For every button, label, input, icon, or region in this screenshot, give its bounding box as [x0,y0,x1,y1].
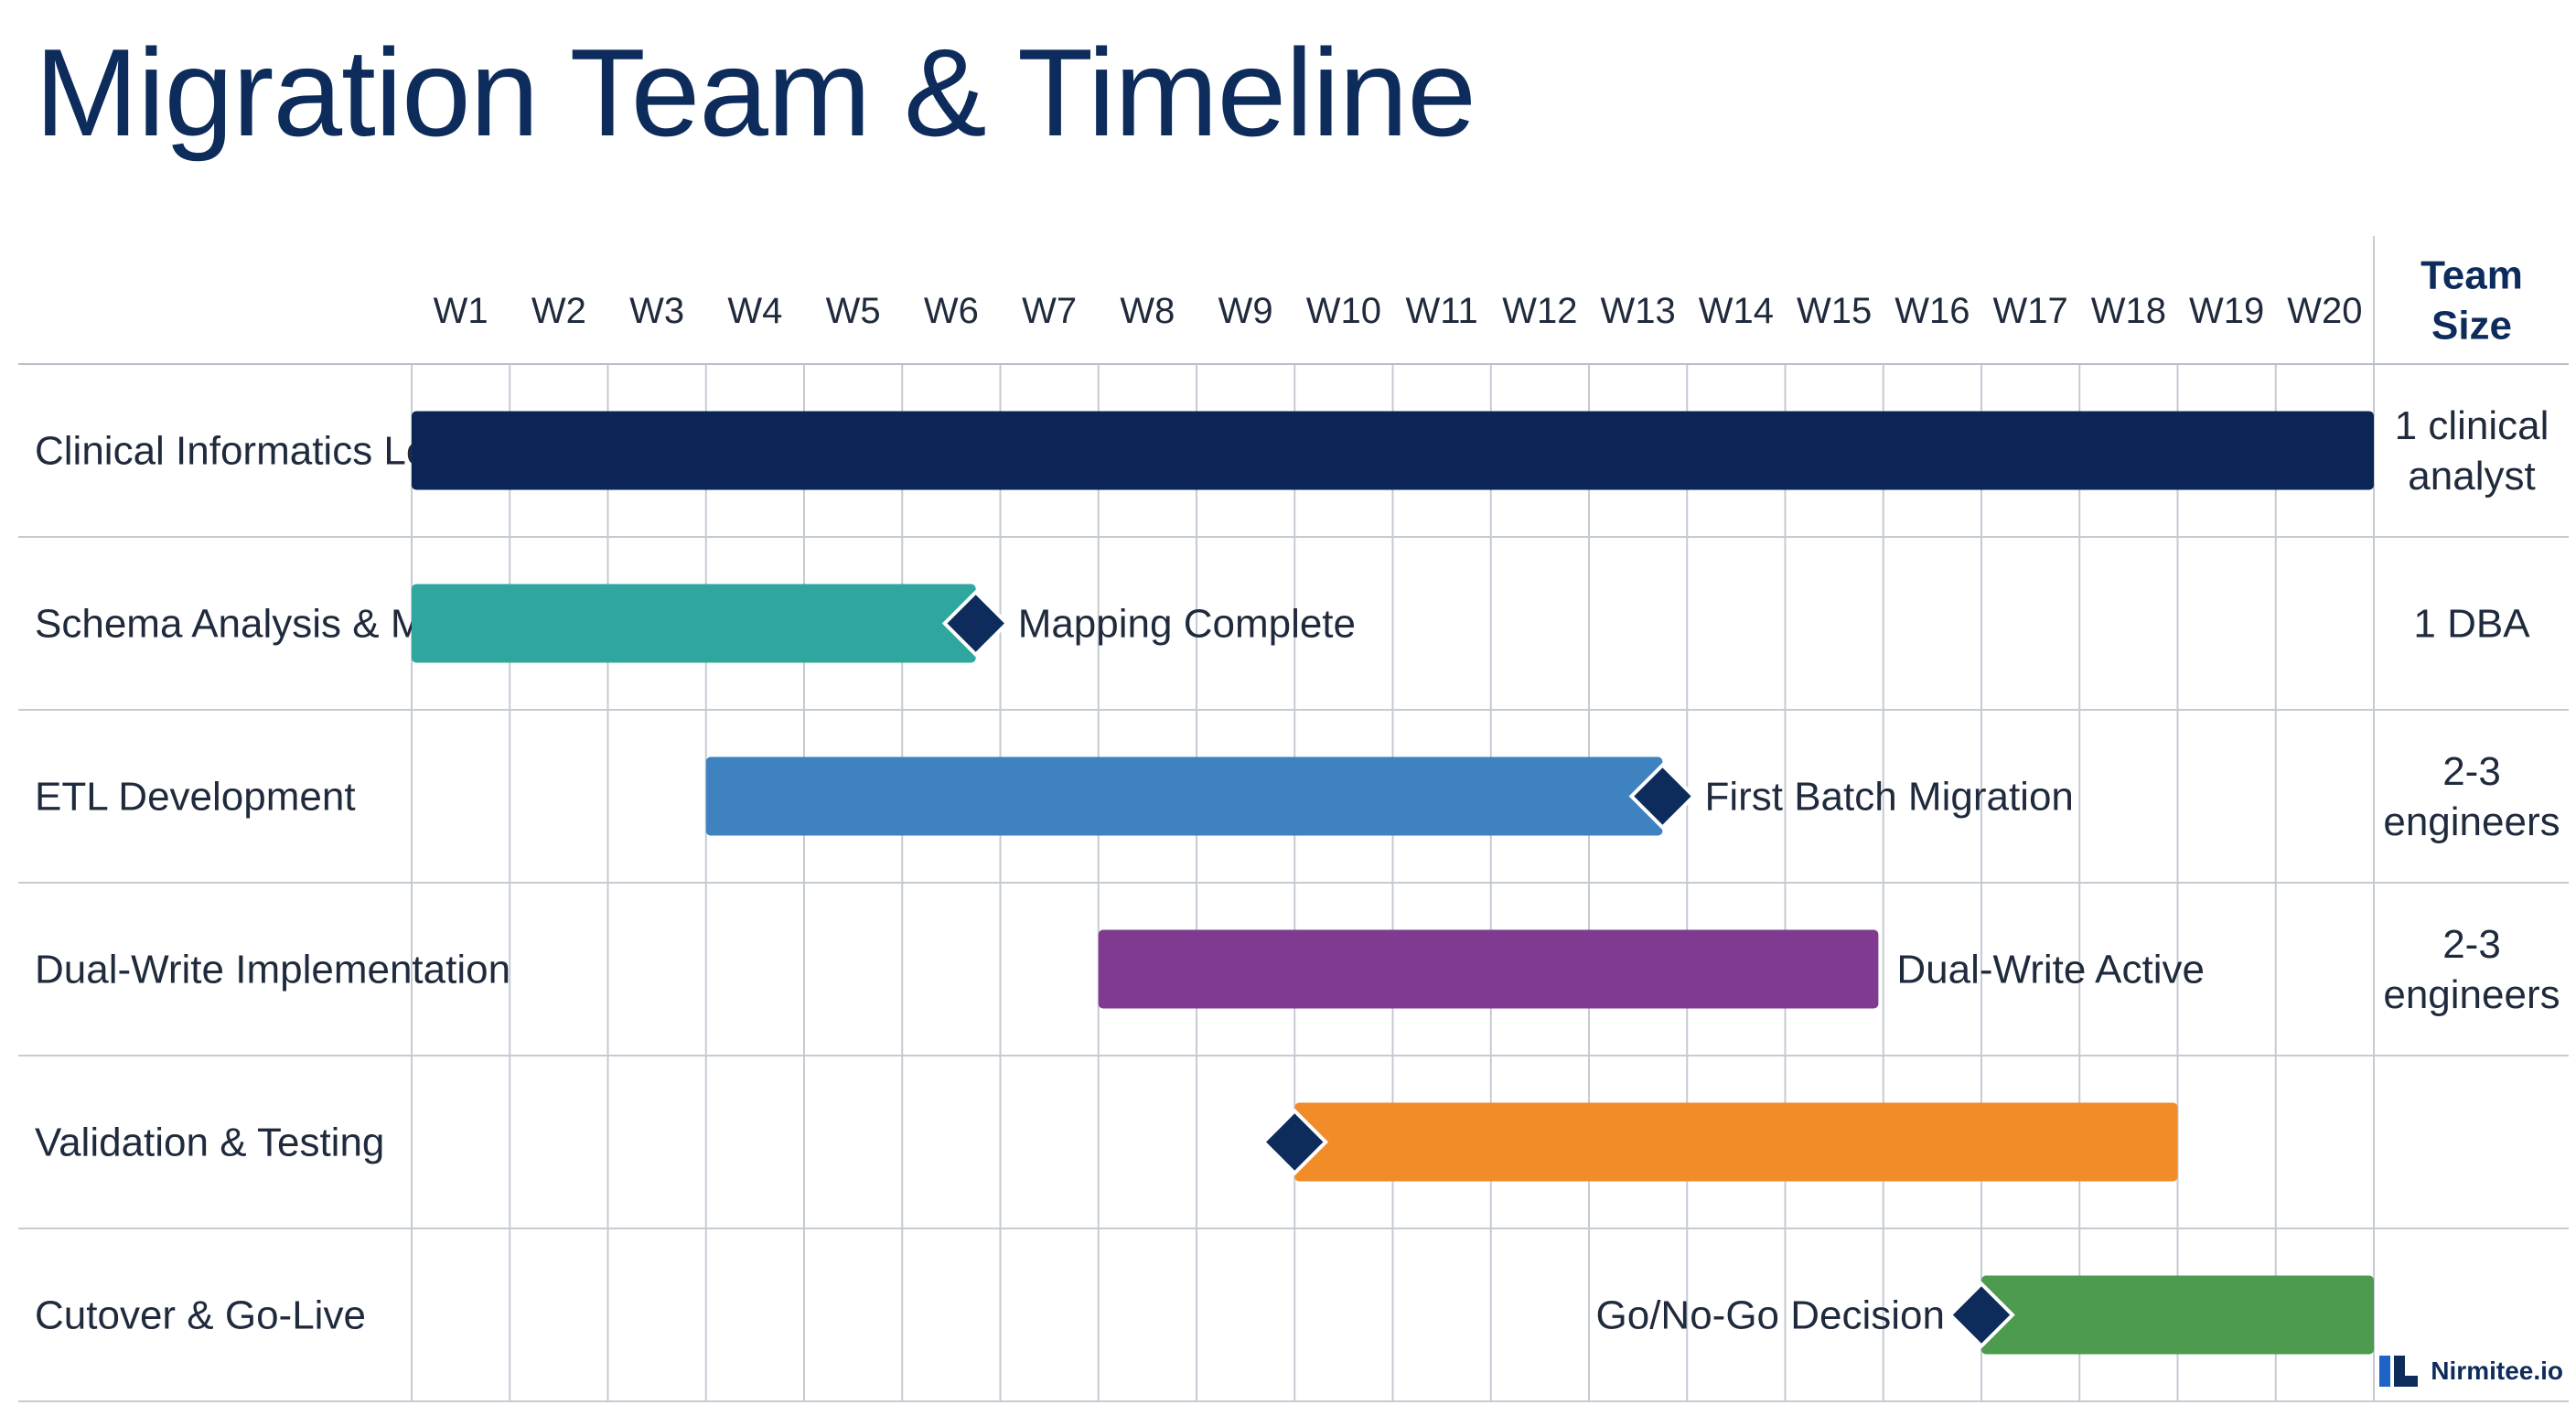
page-title: Migration Team & Timeline [35,23,1476,162]
week-tick-label: W6 [924,291,979,331]
week-header: W1 W2 W3 W4 W5 W6 W7 W8 W9 W10 W11 W12 W13 W14 W15 W16 W… [434,252,2523,348]
week-tick-label: W18 [2091,291,2166,331]
week-tick-label: W11 [1405,291,1477,331]
task-label: Cutover & Go-Live [35,1292,366,1337]
task-bar [412,584,976,663]
week-tick-label: W19 [2189,291,2264,331]
task-bar [705,756,1663,836]
task-bar [1294,1102,2178,1182]
week-tick-label: W15 [1797,291,1872,331]
task-label: Validation & Testing [35,1120,384,1164]
task-bar [1098,929,1879,1009]
task-label: Clinical Informatics Lead [35,428,473,473]
milestone-diamond [1261,1108,1329,1176]
week-tick-label: W10 [1306,291,1381,331]
week-tick-label: W9 [1218,291,1273,331]
week-tick-label: W13 [1601,291,1676,331]
milestone-label: Go/No-Go Decision [1596,1292,1945,1337]
brand-name: Nirmitee.io [2431,1357,2563,1385]
task-label: Dual-Write Implementation [35,947,510,992]
week-tick-label: W3 [629,291,684,331]
milestone-diamond [1628,762,1697,831]
week-tick-label: W12 [1502,291,1577,331]
gantt-row: Validation & Testing [35,1102,2178,1182]
task-bar [412,411,2374,490]
week-tick-label: W2 [531,291,586,331]
week-tick-label: W4 [727,291,782,331]
gantt-row: Cutover & Go-Live Go/No-Go Decision [35,1275,2374,1355]
week-tick-label: W5 [826,291,881,331]
brand: Nirmitee.io [2379,1356,2563,1387]
week-tick-label: W1 [434,291,488,331]
milestone-label: Dual-Write Active [1896,947,2205,992]
milestone-diamond [1948,1281,2015,1349]
task-label: ETL Development [35,774,356,819]
week-tick-label: W14 [1699,291,1774,331]
milestone-label: Mapping Complete [1018,601,1356,646]
team-size-value: 1 DBA [2413,601,2530,646]
week-tick-label: W20 [2287,291,2362,331]
milestone-label: First Batch Migration [1704,774,2073,819]
week-tick-label: W8 [1120,291,1175,331]
task-bar [1981,1275,2374,1355]
week-tick-label: W17 [1993,291,2068,331]
grid-lines [18,236,2569,1402]
week-tick-label: W7 [1022,291,1077,331]
week-tick-label: W16 [1894,291,1970,331]
nirmitee-logo-icon [2379,1356,2419,1387]
milestone-diamond [941,589,1010,658]
